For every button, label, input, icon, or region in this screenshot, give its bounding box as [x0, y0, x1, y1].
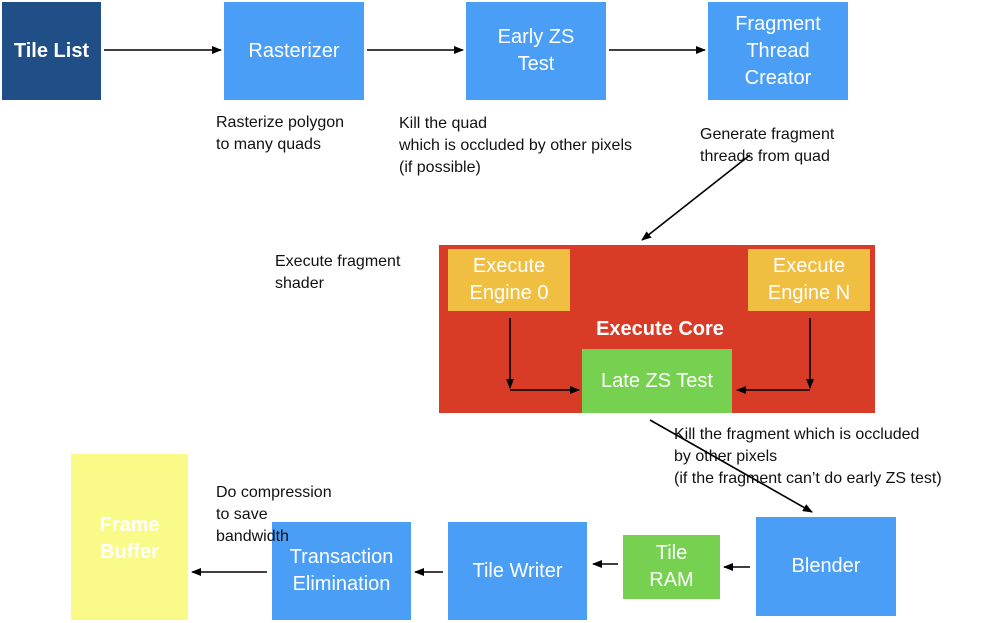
- kill-quad-note: Kill the quad which is occluded by other…: [399, 115, 633, 176]
- compression-note: Do compression to save bandwidth: [216, 484, 332, 545]
- arrow-core-blender: [649, 419, 813, 513]
- tile-ram-node: Tile RAM: [623, 535, 720, 599]
- execute-core-title: Execute Core: [596, 318, 724, 340]
- execute-engine-0-node: Execute Engine 0: [448, 249, 570, 311]
- kill-fragment-note: Kill the fragment which is occluded by o…: [674, 426, 942, 487]
- execute-shader-note: Execute fragment shader: [275, 253, 401, 292]
- late-zs-test-node: Late ZS Test: [582, 349, 732, 413]
- tile-writer-node: Tile Writer: [448, 522, 587, 620]
- rasterizer-node: Rasterizer: [224, 2, 364, 100]
- early-zs-test-node: Early ZS Test: [466, 2, 606, 100]
- fragment-thread-creator-node: Fragment Thread Creator: [708, 2, 848, 100]
- frame-buffer-node: Frame Buffer: [71, 454, 188, 620]
- arrow-creator-core: [641, 154, 751, 241]
- generate-threads-note: Generate fragment threads from quad: [700, 126, 835, 165]
- blender-node: Blender: [756, 517, 896, 616]
- tile-list-node: Tile List: [2, 2, 101, 100]
- rasterize-note: Rasterize polygon to many quads: [216, 114, 345, 153]
- execute-engine-n-node: Execute Engine N: [748, 249, 870, 311]
- transaction-elimination-node: Transaction Elimination: [272, 522, 411, 620]
